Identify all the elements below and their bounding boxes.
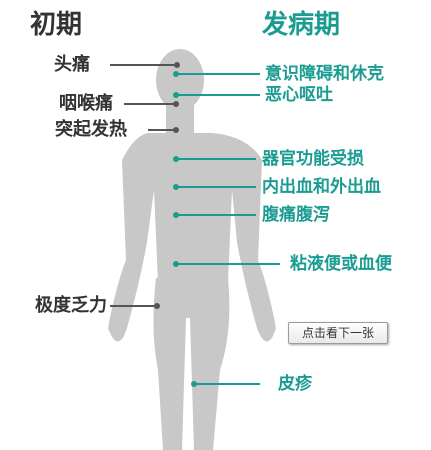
symptom-consciousness-shock: 意识障碍和休克 (265, 64, 384, 84)
symptom-abdominal-pain-diarrhea: 腹痛腹泻 (262, 205, 330, 225)
marker-organ (173, 156, 179, 162)
marker-abdominal (173, 212, 179, 218)
symptom-sore-throat: 咽喉痛 (59, 93, 113, 114)
marker-sore-throat (173, 101, 179, 107)
early-stage-heading: 初期 (30, 10, 83, 40)
marker-fatigue (154, 303, 160, 309)
symptom-mucus-bloody-stool: 粘液便或血便 (290, 254, 392, 274)
marker-rash (191, 381, 197, 387)
onset-stage-heading: 发病期 (262, 10, 341, 40)
early-markers (154, 62, 180, 309)
symptom-headache: 头痛 (54, 54, 90, 75)
late-connectors (176, 73, 280, 385)
symptom-internal-external-bleeding: 内出血和外出血 (262, 177, 381, 197)
body-silhouette (108, 49, 276, 450)
next-image-button[interactable]: 点击看下一张 (288, 322, 388, 344)
marker-stool (173, 261, 179, 267)
early-connectors (110, 64, 177, 307)
marker-headache (174, 62, 180, 68)
symptom-extreme-fatigue: 极度乏力 (35, 295, 107, 316)
late-markers (173, 71, 197, 387)
marker-fever (173, 127, 179, 133)
symptom-nausea-vomiting: 恶心呕吐 (265, 85, 333, 105)
symptom-organ-damage: 器官功能受损 (262, 149, 364, 169)
marker-bleeding (173, 184, 179, 190)
marker-nausea (173, 92, 179, 98)
symptom-sudden-fever: 突起发热 (55, 119, 127, 140)
marker-consciousness (173, 71, 179, 77)
symptom-rash: 皮疹 (278, 374, 312, 394)
